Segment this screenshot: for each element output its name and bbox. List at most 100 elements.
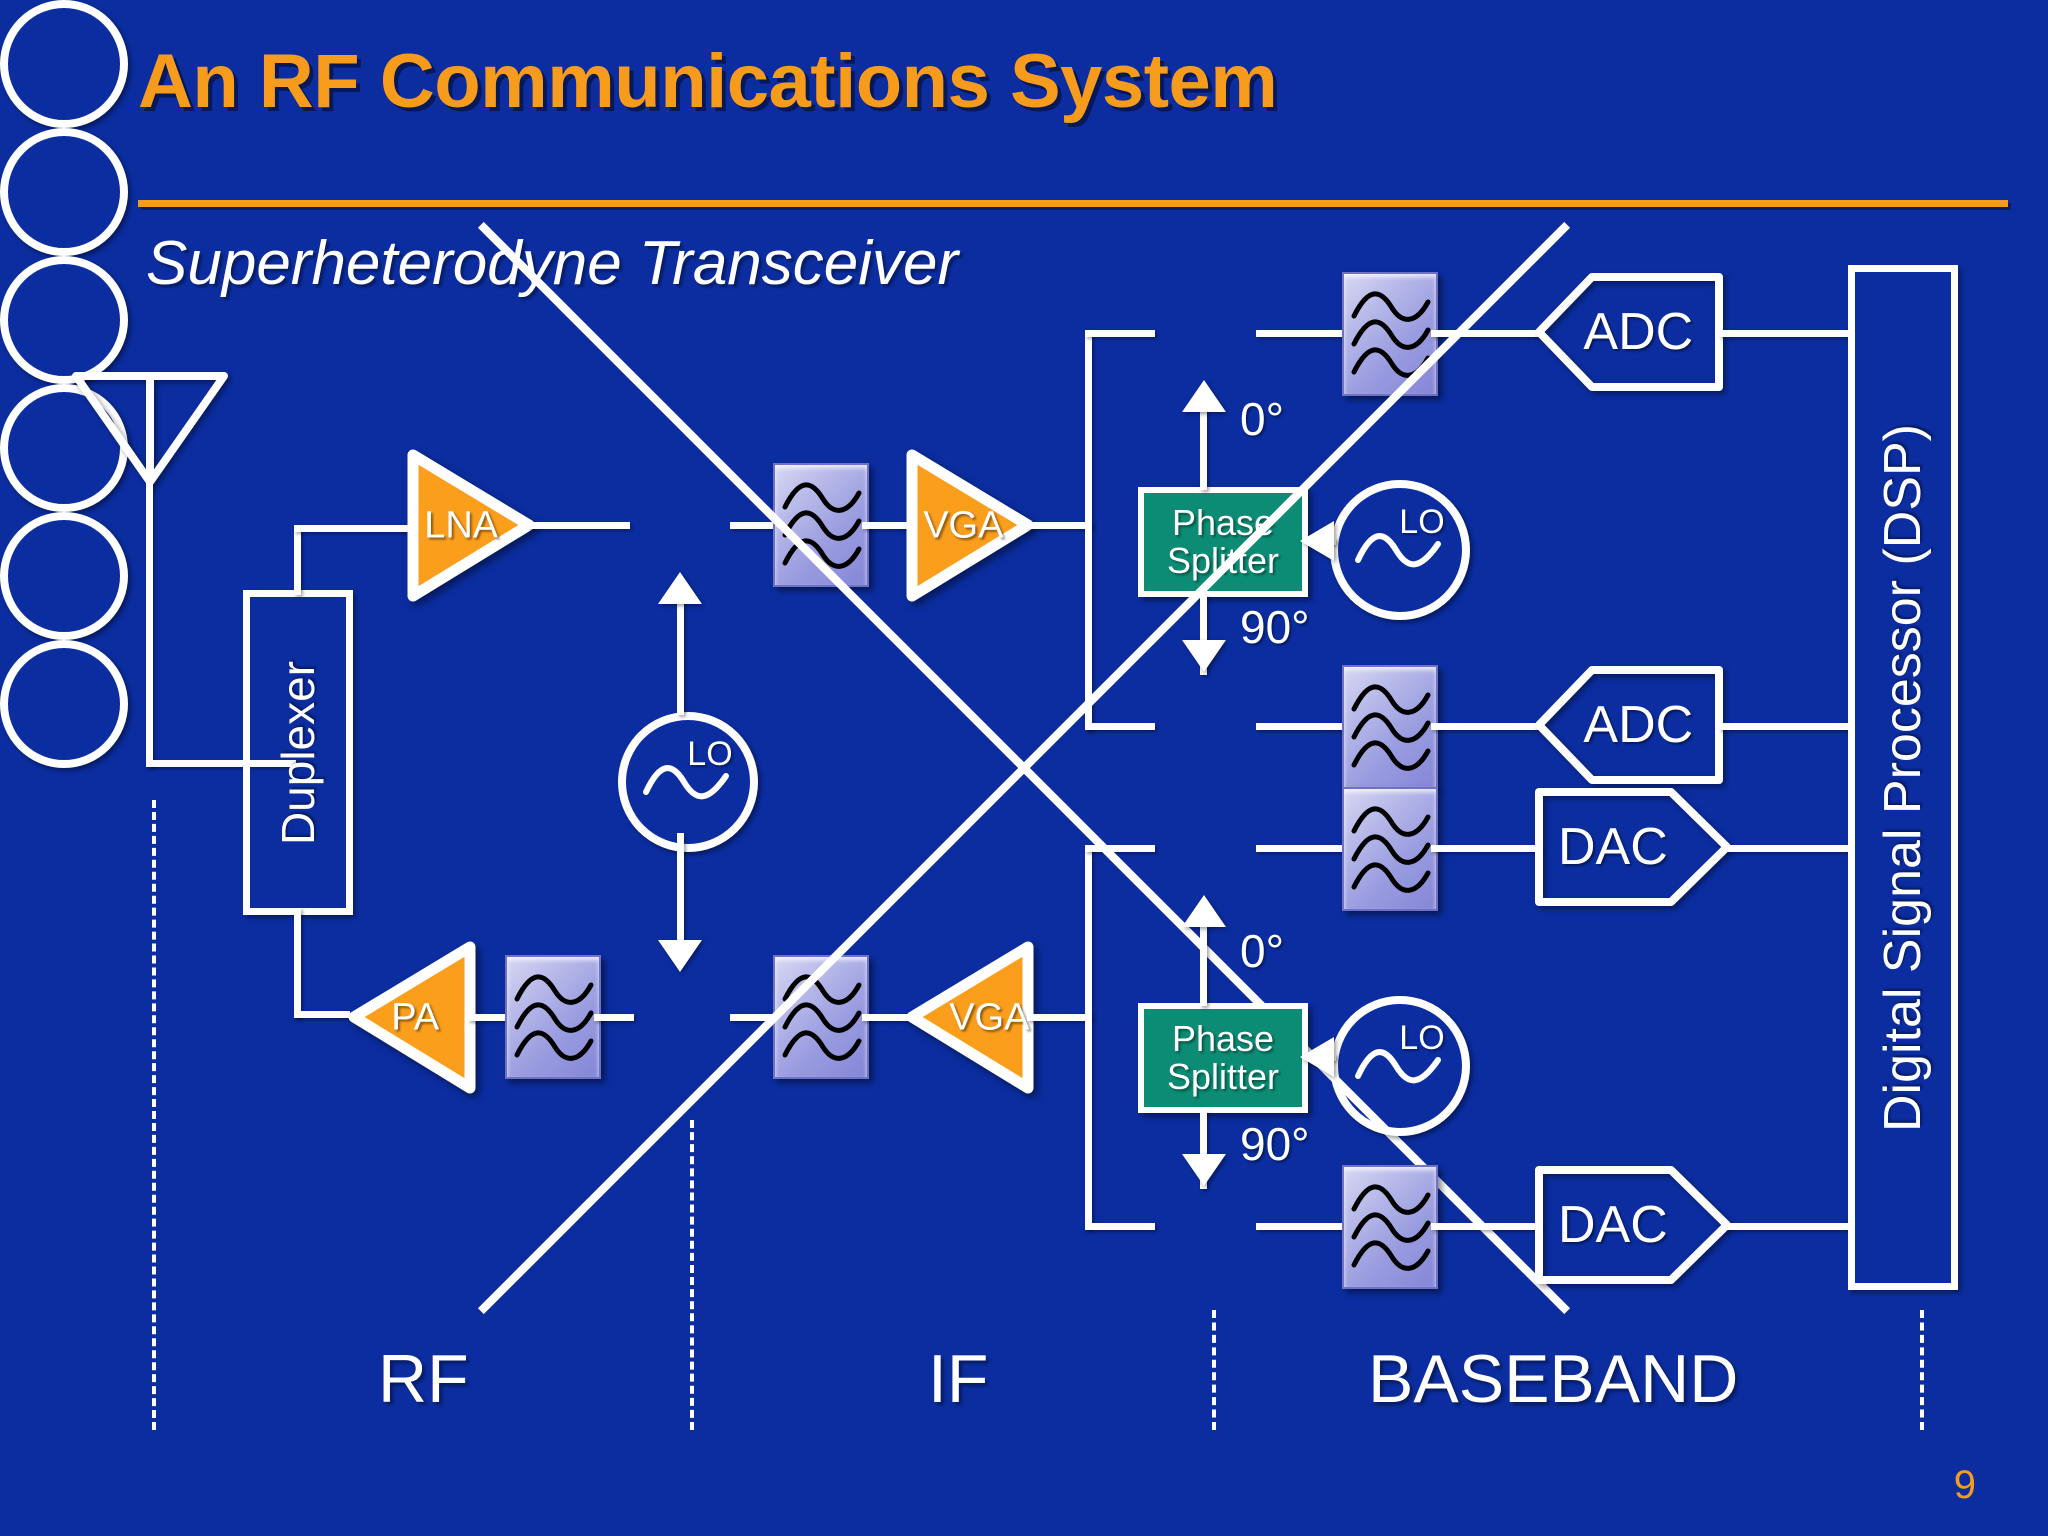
wire-duplexer-top-stub <box>294 525 301 595</box>
dac-q-converter[interactable]: DAC <box>1534 1165 1734 1285</box>
title-divider-rule <box>138 200 2008 207</box>
band-label-baseband: BASEBAND <box>1368 1341 1739 1417</box>
arrowhead-lo-main-down-icon <box>656 938 704 977</box>
wire-antenna-mast <box>146 482 153 767</box>
wire-rx-split-to-q-mixer <box>1085 723 1155 730</box>
wire-mixer-to-rf-filter <box>730 522 775 529</box>
phase-splitter-tx-line1: Phase <box>1171 1018 1275 1060</box>
wire-dac-q-to-dsp <box>1726 1223 1851 1230</box>
wire-rx-split-to-i-mixer <box>1085 330 1155 337</box>
local-oscillator-rx[interactable]: LO <box>1330 480 1470 620</box>
arrowhead-lo-rx-icon <box>1300 520 1336 567</box>
adc-q-label: ADC <box>1583 696 1694 754</box>
vga-tx-label: VGA <box>949 996 1030 1038</box>
wire-tx-combine-bus <box>1085 845 1092 1230</box>
wire-rx-split-bus <box>1085 330 1092 730</box>
filter-bb-q-tx[interactable] <box>1342 1165 1438 1289</box>
local-oscillator-tx-label: LO <box>1399 1018 1445 1057</box>
wire-i-filter-to-adc <box>1431 330 1541 337</box>
wire-tx-vga-to-filter <box>862 1014 912 1021</box>
arrowhead-ps-tx-zero-icon <box>1180 895 1228 934</box>
vga-rx-amplifier[interactable]: VGA <box>905 448 1035 603</box>
wire-i-mixer-to-filter <box>1256 330 1346 337</box>
wire-antenna-to-duplexer <box>146 760 296 767</box>
arrowhead-lo-tx-icon <box>1300 1036 1336 1083</box>
pa-amplifier[interactable]: PA <box>347 940 477 1095</box>
divider-baseband-dsp <box>1920 1310 1924 1430</box>
local-oscillator-rx-label: LO <box>1399 502 1445 541</box>
wire-lo-main-up <box>677 595 684 715</box>
local-oscillator-main-label: LO <box>687 734 733 773</box>
arrowhead-ps-rx-zero-icon <box>1180 380 1228 419</box>
vga-tx-amplifier[interactable]: VGA <box>905 940 1035 1095</box>
filter-rf-tx[interactable] <box>505 955 601 1079</box>
wire-tx-bus-to-vga <box>1027 1014 1092 1021</box>
phase-label-rx-ninety: 90° <box>1240 601 1310 653</box>
wire-lo-main-down <box>677 833 684 951</box>
phase-label-tx-zero: 0° <box>1240 925 1284 977</box>
wire-ps-tx-ninety <box>1200 1111 1207 1189</box>
dsp-label: Digital Signal Processor (DSP) <box>1874 423 1932 1132</box>
wire-tx-i-mixer-to-filter <box>1256 845 1346 852</box>
mixer-q-rx[interactable] <box>0 256 128 384</box>
arrowhead-ps-rx-ninety-icon <box>1180 638 1228 677</box>
local-oscillator-tx[interactable]: LO <box>1330 996 1470 1136</box>
filter-bb-i-tx[interactable] <box>1342 787 1438 911</box>
pa-label: PA <box>391 996 440 1038</box>
wire-duplexer-bottom-stub <box>294 908 301 1018</box>
mixer-q-tx[interactable] <box>0 640 128 768</box>
wire-adc-q-to-dsp <box>1719 723 1849 730</box>
filter-bb-i-rx[interactable] <box>1342 272 1438 396</box>
wire-ps-rx-ninety <box>1200 595 1207 675</box>
wire-vga-rx-to-split <box>1027 522 1092 529</box>
wire-q-filter-to-adc <box>1431 723 1541 730</box>
adc-i-label: ADC <box>1583 303 1694 361</box>
lna-label: LNA <box>424 504 499 546</box>
wire-duplexer-to-pa <box>294 1011 350 1018</box>
wire-tx-bus-to-q-mixer <box>1085 1223 1155 1230</box>
mixer-i-rx[interactable] <box>0 128 128 256</box>
band-label-if: IF <box>928 1341 989 1417</box>
mixer-rf-rx[interactable] <box>0 0 128 128</box>
wire-tx-filter-to-pa <box>468 1014 510 1021</box>
adc-i-converter[interactable]: ADC <box>1534 272 1724 392</box>
arrowhead-lo-main-up-icon <box>656 572 704 611</box>
phase-label-tx-ninety: 90° <box>1240 1118 1310 1170</box>
phase-label-rx-zero: 0° <box>1240 393 1284 445</box>
wire-q-mixer-to-filter <box>1256 723 1346 730</box>
wire-tx-mixer-to-filter <box>594 1014 634 1021</box>
band-label-rf: RF <box>378 1341 469 1417</box>
wire-ps-tx-zero <box>1200 920 1207 1006</box>
wire-adc-i-to-dsp <box>1719 330 1849 337</box>
duplexer-block[interactable]: Duplexer <box>243 590 353 915</box>
dac-i-label: DAC <box>1558 818 1668 876</box>
page-number: 9 <box>1953 1463 1976 1507</box>
wire-tx-ifilter-to-mixer <box>730 1014 775 1021</box>
phase-splitter-tx[interactable]: Phase Splitter <box>1138 1003 1308 1113</box>
adc-q-converter[interactable]: ADC <box>1534 665 1724 785</box>
mixer-i-tx[interactable] <box>0 512 128 640</box>
wire-rf-filter-to-vga <box>862 522 910 529</box>
dsp-block[interactable]: Digital Signal Processor (DSP) <box>1848 265 1958 1290</box>
wire-tx-i-filter-to-dac <box>1431 845 1541 852</box>
dac-q-label: DAC <box>1558 1196 1668 1254</box>
wire-lna-to-mixer <box>528 522 630 529</box>
filter-bb-q-rx[interactable] <box>1342 665 1438 789</box>
antenna-icon <box>70 370 230 490</box>
lna-amplifier[interactable]: LNA <box>406 448 536 603</box>
divider-rf-if <box>690 1120 694 1430</box>
divider-antenna-rf <box>152 800 156 1430</box>
local-oscillator-main[interactable]: LO <box>618 712 758 852</box>
divider-if-baseband <box>1212 1310 1216 1430</box>
dac-i-converter[interactable]: DAC <box>1534 787 1734 907</box>
page-title: An RF Communications System <box>138 39 1278 124</box>
vga-rx-label: VGA <box>923 504 1004 546</box>
phase-splitter-tx-line2: Splitter <box>1166 1056 1280 1097</box>
page-subtitle: Superheterodyne Transceiver <box>146 229 959 298</box>
wire-ps-rx-zero <box>1200 405 1207 490</box>
arrowhead-ps-tx-ninety-icon <box>1180 1152 1228 1191</box>
wire-tx-bus-to-i-mixer <box>1085 845 1155 852</box>
wire-dac-i-to-dsp <box>1726 845 1851 852</box>
wire-duplexer-to-lna <box>294 525 414 532</box>
